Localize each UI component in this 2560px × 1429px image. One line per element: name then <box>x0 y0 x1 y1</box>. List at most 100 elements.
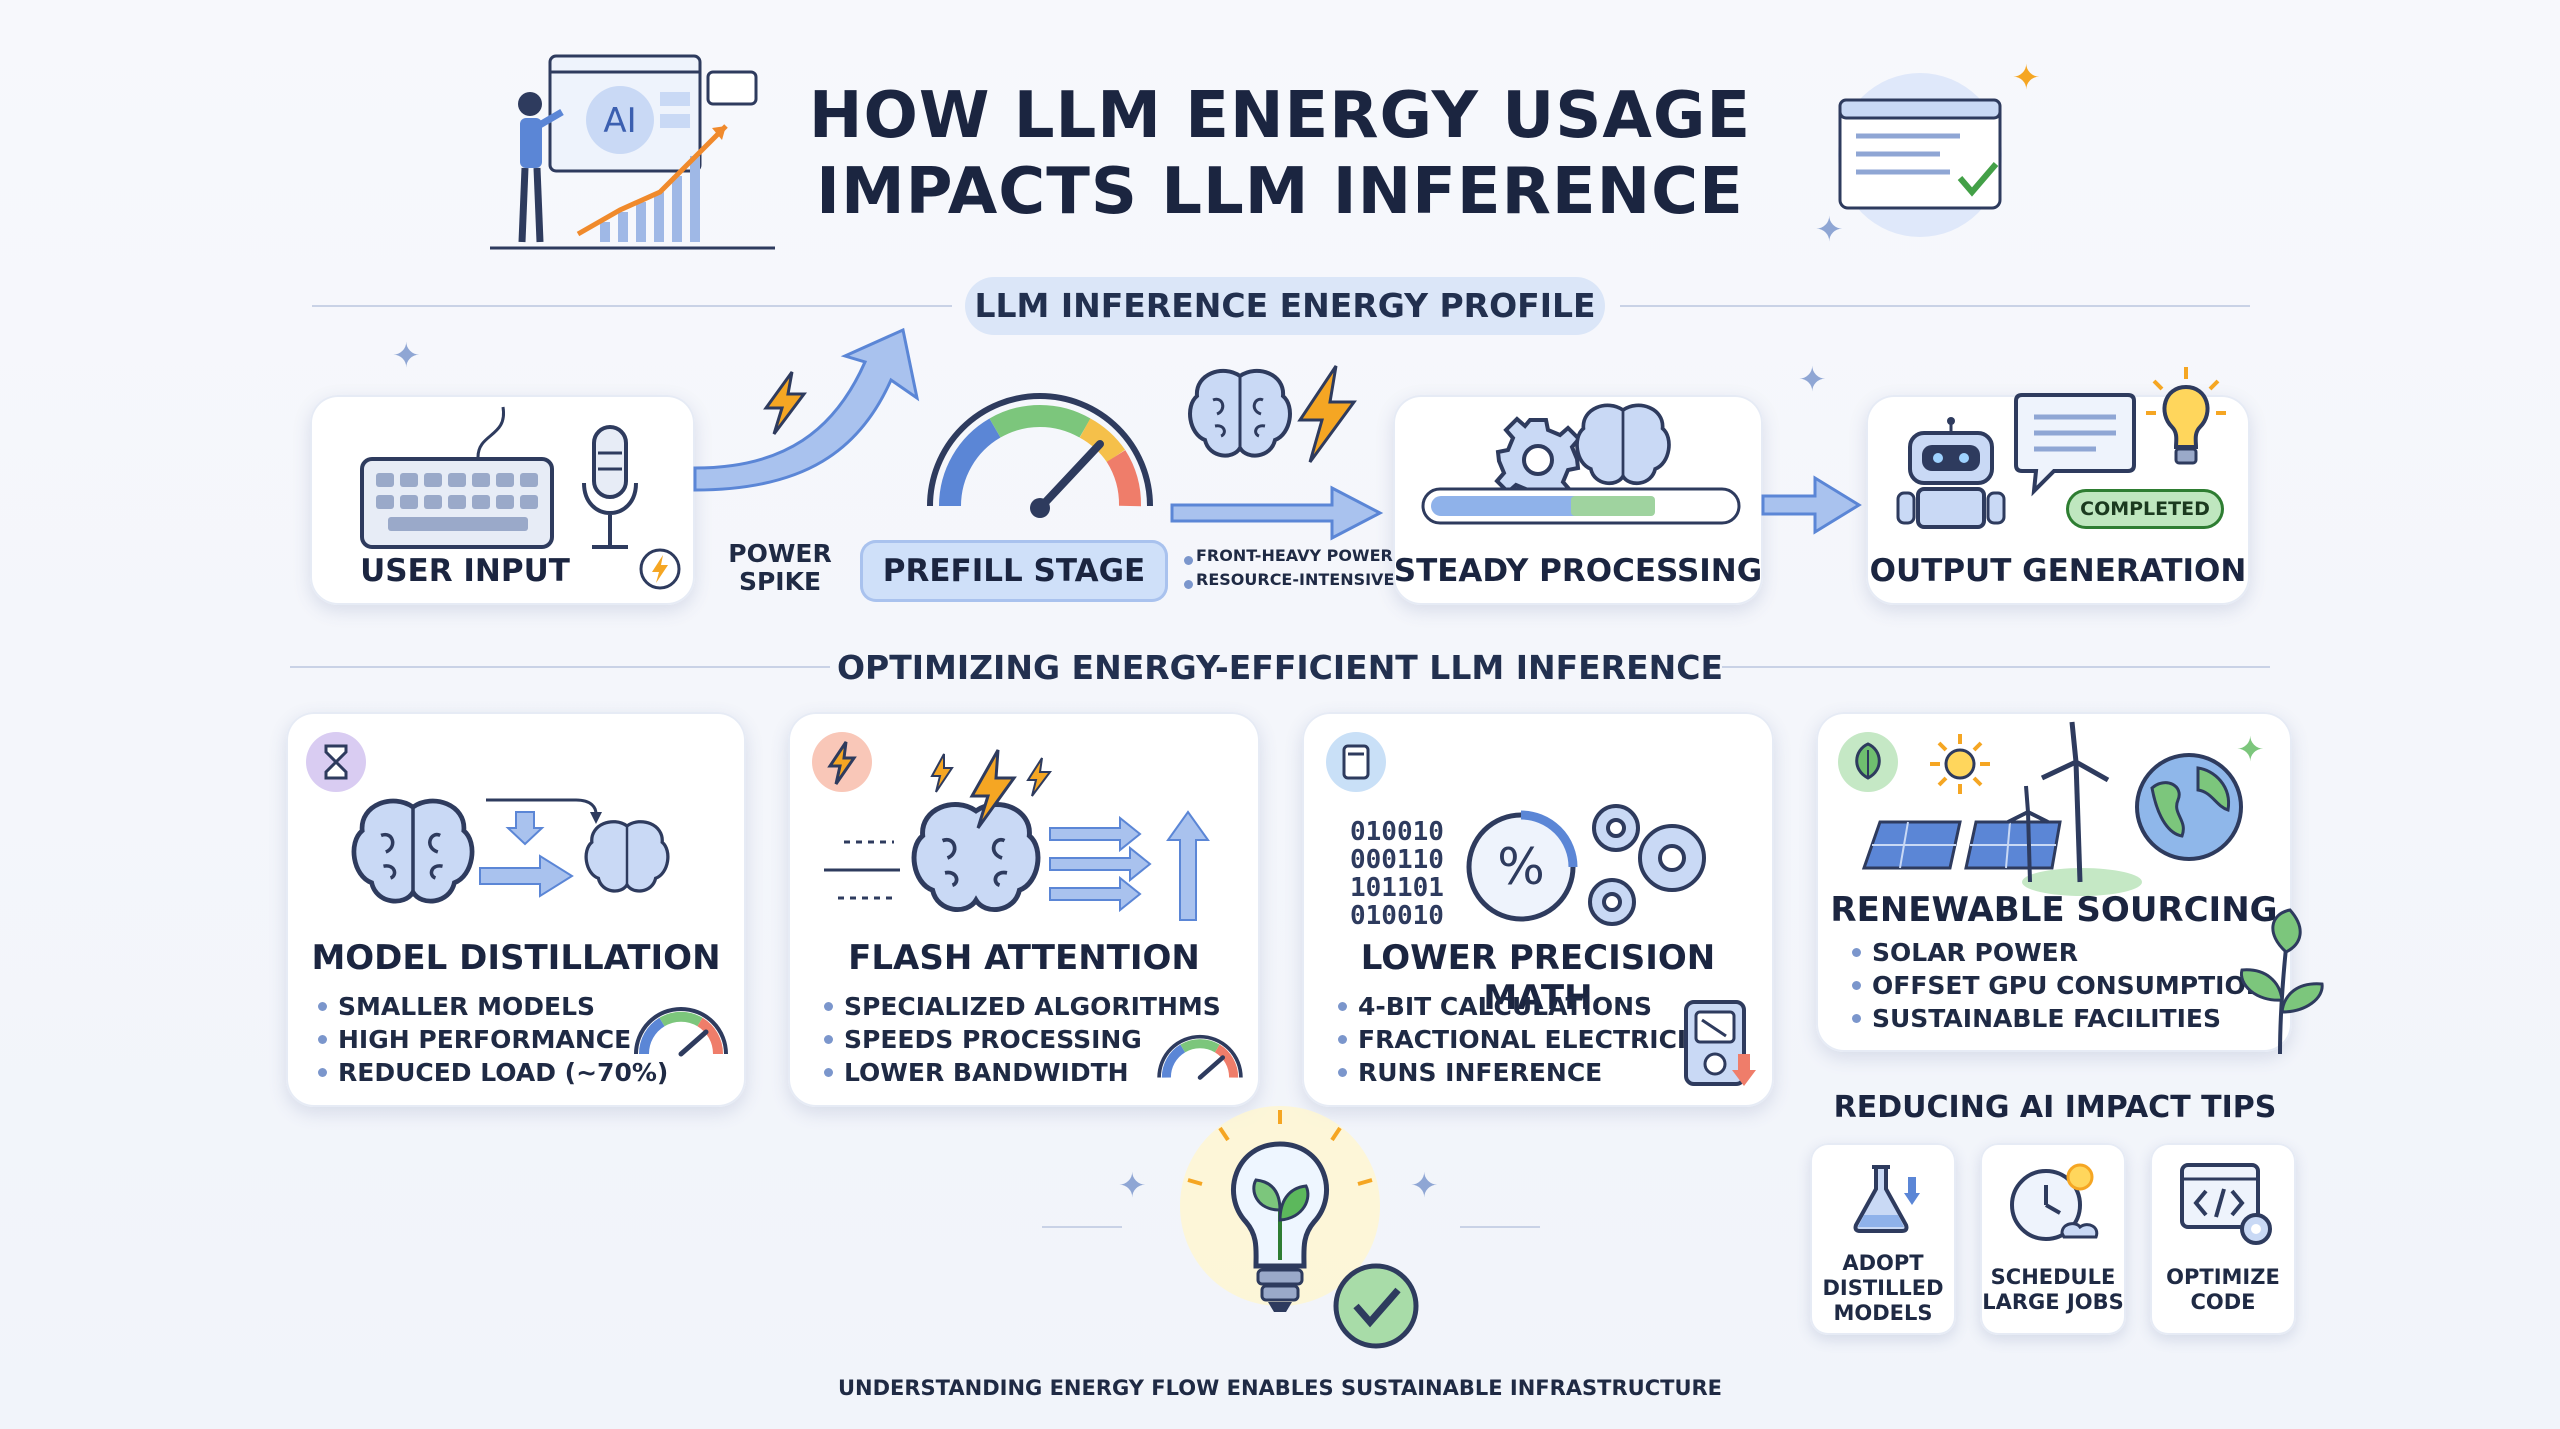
renewable-sourcing-card: RENEWABLE SOURCING SOLAR POWER OFFSET GP… <box>1816 712 2292 1052</box>
flash-attention-card: FLASH ATTENTION SPECIALIZED ALGORITHMS S… <box>788 712 1260 1107</box>
bullet: SUSTAINABLE FACILITIES <box>1850 1002 2267 1035</box>
user-input-card: USER INPUT <box>310 395 695 605</box>
tip-optimize-code: OPTIMIZE CODE <box>2150 1143 2296 1335</box>
profile-section-title: LLM INFERENCE ENERGY PROFILE <box>965 277 1605 335</box>
tip-line: ADOPT <box>1842 1251 1924 1275</box>
tip-line: OPTIMIZE <box>2166 1265 2280 1289</box>
brain-icon <box>1188 368 1292 458</box>
bullet: FRACTIONAL ELECTRICITY <box>1336 1023 1721 1056</box>
brain-icon <box>911 802 1041 912</box>
divider <box>1620 305 2250 307</box>
completed-badge: COMPLETED <box>2066 489 2224 529</box>
leaf-badge-icon <box>1838 732 1898 792</box>
lightning-badge-icon <box>812 732 872 792</box>
percent-symbol: % <box>1497 838 1545 896</box>
sparkle-icon: ✦ <box>392 336 421 376</box>
card-title: FLASH ATTENTION <box>848 938 1200 978</box>
tip-line: SCHEDULE <box>1990 1265 2116 1289</box>
clock-icon <box>2010 1163 2099 1241</box>
gauge-icon <box>634 1007 728 1057</box>
brain-icon <box>1575 403 1671 486</box>
tip-label: SCHEDULE LARGE JOBS <box>1980 1265 2126 1315</box>
flow-arrow <box>1761 475 1862 535</box>
lower-precision-card: 010010 000110 101101 010010 % LOWER PREC… <box>1302 712 1774 1107</box>
prefill-notes: FRONT-HEAVY POWER RESOURCE-INTENSIVE <box>1182 544 1394 592</box>
sparkle-icon: ✦ <box>1815 210 1844 250</box>
progress-bar <box>1421 487 1741 525</box>
lightning-icon <box>1297 365 1357 463</box>
user-input-label: USER INPUT <box>360 553 570 589</box>
bullet: RUNS INFERENCE <box>1336 1056 1721 1089</box>
prefill-note: RESOURCE-INTENSIVE <box>1182 568 1394 592</box>
tip-line: MODELS <box>1833 1301 1933 1325</box>
optimizing-section-title: OPTIMIZING ENERGY-EFFICIENT LLM INFERENC… <box>836 648 1724 687</box>
output-generation-label: OUTPUT GENERATION <box>1869 553 2247 589</box>
robot-icon <box>1896 417 2006 529</box>
lightning-icon <box>930 749 1052 829</box>
bullet: LOWER BANDWIDTH <box>822 1056 1221 1089</box>
divider <box>290 666 830 668</box>
card-title: MODEL DISTILLATION <box>311 938 721 978</box>
calculator-icon <box>1326 732 1386 792</box>
tip-adopt-distilled-models: ADOPT DISTILLED MODELS <box>1810 1143 1956 1335</box>
binary-row: 010010 <box>1350 817 1444 847</box>
gear-icon <box>1494 416 1582 504</box>
speed-lines <box>824 840 900 900</box>
bullet: SMALLER MODELS <box>316 990 668 1023</box>
presenter-illustration: AI <box>490 54 775 250</box>
tip-line: DISTILLED <box>1822 1276 1944 1300</box>
tip-label: ADOPT DISTILLED MODELS <box>1810 1251 1956 1326</box>
globe-icon <box>2135 753 2243 861</box>
binary-row: 101101 <box>1350 873 1444 903</box>
bullet: SOLAR POWER <box>1850 936 2267 969</box>
title-line-1: HOW LLM ENERGY USAGE <box>808 79 1752 153</box>
tips-title: REDUCING AI IMPACT TIPS <box>1833 1090 2277 1125</box>
code-window-icon <box>2180 1163 2272 1245</box>
bullet: REDUCED LOAD (~70%) <box>316 1056 668 1089</box>
eco-lightbulb-icon <box>1180 1106 1419 1349</box>
energy-meter-icon <box>1684 1000 1756 1086</box>
gears-icon <box>1588 804 1706 926</box>
plant-icon <box>2239 908 2324 1055</box>
speed-arrows <box>1049 810 1210 921</box>
steady-processing-label: STEADY PROCESSING <box>1393 553 1763 589</box>
power-spike-label: POWER SPIKE <box>728 539 832 596</box>
binary-digits: 010010 000110 101101 010010 <box>1350 818 1444 930</box>
page-title: HOW LLM ENERGY USAGE IMPACTS LLM INFEREN… <box>0 78 2560 230</box>
wind-turbine-icon <box>2007 721 2142 896</box>
steady-processing-card: STEADY PROCESSING <box>1393 395 1763 605</box>
bullet: SPEEDS PROCESSING <box>822 1023 1221 1056</box>
chat-bubble-icon <box>2014 393 2136 497</box>
divider <box>312 305 952 307</box>
tip-line: LARGE JOBS <box>1982 1290 2124 1314</box>
microphone-icon <box>582 425 638 549</box>
gauge-icon <box>927 393 1153 518</box>
sun-icon <box>1930 734 1990 794</box>
bullet: OFFSET GPU CONSUMPTION <box>1850 969 2267 1002</box>
tip-label: OPTIMIZE CODE <box>2150 1265 2296 1315</box>
document-check-illustration <box>1838 73 2002 237</box>
sparkle-icon: ✦ <box>2236 730 2265 770</box>
flask-icon <box>1853 1165 1920 1233</box>
hourglass-icon <box>306 732 366 792</box>
sparkle-icon: ✦ <box>1798 360 1827 400</box>
brain-icon <box>351 798 475 904</box>
binary-row: 010010 <box>1350 901 1444 931</box>
flow-arrow <box>1170 485 1384 541</box>
card-title: LOWER PRECISION MATH <box>1360 938 1716 1018</box>
brain-small-icon <box>584 820 670 893</box>
lightning-icon <box>639 548 681 590</box>
card-bullets: SOLAR POWER OFFSET GPU CONSUMPTION SUSTA… <box>1850 936 2267 1035</box>
divider <box>1722 666 2270 668</box>
model-distillation-card: MODEL DISTILLATION SMALLER MODELS HIGH P… <box>286 712 746 1107</box>
lightbulb-icon <box>2146 367 2226 465</box>
prefill-note: FRONT-HEAVY POWER <box>1182 544 1394 568</box>
ai-board-label: AI <box>603 101 636 141</box>
card-bullets: 4-BIT CALCULATIONS FRACTIONAL ELECTRICIT… <box>1336 990 1721 1089</box>
divider <box>1460 1226 1540 1228</box>
lightning-icon <box>763 371 807 435</box>
tip-schedule-large-jobs: SCHEDULE LARGE JOBS <box>1980 1143 2126 1335</box>
bullet: 4-BIT CALCULATIONS <box>1336 990 1721 1023</box>
sparkle-icon: ✦ <box>1410 1166 1439 1206</box>
card-title: RENEWABLE SOURCING <box>1830 890 2278 930</box>
